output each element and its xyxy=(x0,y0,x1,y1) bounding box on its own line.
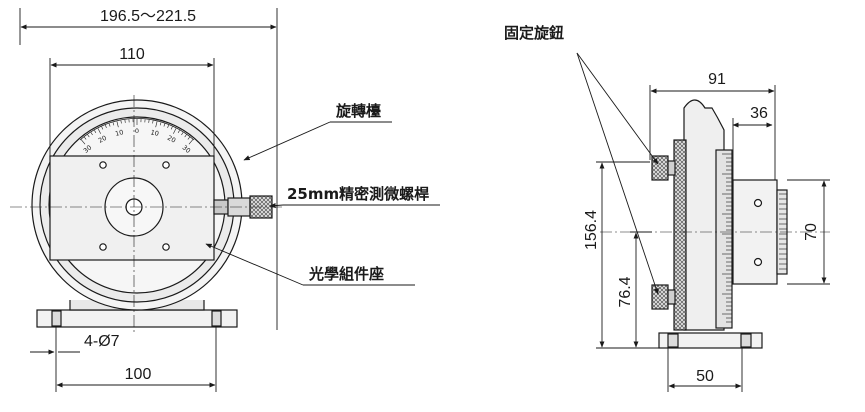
dim-overall-width: 196.5～221.5 xyxy=(100,8,196,25)
scale-tick xyxy=(116,121,119,128)
scale-tick xyxy=(159,122,162,126)
scale-tick xyxy=(184,134,187,138)
callout-lock-knob: 固定旋鈕 xyxy=(504,24,564,42)
callout-optic-mount: 光學組件座 xyxy=(308,265,384,283)
drum-ticks xyxy=(722,153,732,323)
side-callout-leaders xyxy=(576,52,659,295)
scale-tick xyxy=(155,121,158,128)
scale-label: 10 xyxy=(114,128,124,138)
scale-tick xyxy=(112,122,115,126)
scale-tick xyxy=(84,136,87,140)
scale-label: 30 xyxy=(82,143,93,154)
angle-scale-ticks xyxy=(80,119,194,145)
dim-block-height: 70 xyxy=(803,223,820,241)
scale-tick xyxy=(177,130,180,134)
mount-screw-br xyxy=(162,243,170,251)
scale-tick xyxy=(97,128,101,134)
lock-knob-upper-stem xyxy=(667,160,676,176)
front-view: 30 20 10 0 10 20 30 xyxy=(10,95,285,335)
angle-scale-arc xyxy=(79,118,195,141)
side-base-slot-left xyxy=(667,333,679,348)
mount-screw-bl xyxy=(99,243,107,251)
scale-tick xyxy=(188,139,194,145)
dim-holes: 4-Ø7 xyxy=(84,333,120,350)
scale-tick xyxy=(173,128,177,134)
scale-label: 10 xyxy=(150,128,160,138)
scale-tick xyxy=(90,132,93,136)
front-callout-leaders xyxy=(205,121,440,286)
side-view xyxy=(600,99,830,349)
dim-side-step: 36 xyxy=(750,105,768,122)
scale-tick xyxy=(105,124,107,128)
angle-scale-labels: 30 20 10 0 10 20 30 xyxy=(82,127,192,155)
scale-tick xyxy=(170,126,173,130)
dim-base-width: 100 xyxy=(125,366,152,383)
lock-knob-lower-stem xyxy=(667,289,676,305)
side-rotary-body xyxy=(683,99,725,331)
scale-tick xyxy=(167,124,169,128)
scale-label: 20 xyxy=(97,134,108,145)
scale-tick xyxy=(94,130,97,134)
scale-tick xyxy=(80,139,86,145)
scale-tick xyxy=(181,132,184,136)
scale-tick xyxy=(101,126,104,130)
scale-tick xyxy=(120,120,122,124)
side-base-slot-right xyxy=(740,333,752,348)
front-dimension-labels: 196.5～221.5 110 4-Ø7 100 xyxy=(84,8,196,383)
scale-tick xyxy=(87,134,90,138)
lock-knob-lower xyxy=(651,284,669,310)
dim-base-depth: 50 xyxy=(696,368,714,385)
dim-center-height: 156.4 xyxy=(583,210,600,250)
side-dimensions xyxy=(596,85,830,392)
side-base-plate xyxy=(658,332,763,349)
scale-tick xyxy=(152,120,154,124)
side-dimension-labels: 91 36 156.4 76.4 70 50 xyxy=(583,71,820,385)
side-block-screw-bottom xyxy=(753,257,763,267)
scale-tick xyxy=(187,136,190,140)
side-knurled-ring xyxy=(673,139,687,331)
scale-label: 20 xyxy=(166,134,177,145)
base-hole-right xyxy=(211,310,222,327)
base-hole-left xyxy=(51,310,62,327)
flange-teeth xyxy=(779,193,787,270)
front-base-plate xyxy=(36,309,238,328)
side-graduated-drum xyxy=(715,149,733,329)
scale-tick xyxy=(108,123,111,127)
scale-tick xyxy=(163,123,166,127)
dim-knob-height: 76.4 xyxy=(617,276,634,307)
mount-screw-tl xyxy=(99,161,107,169)
mount-screw-tr xyxy=(162,161,170,169)
callout-micrometer: 25mm精密測微螺桿 xyxy=(287,185,429,203)
callout-rotary-stage: 旋轉檯 xyxy=(335,102,381,120)
front-dimensions xyxy=(19,8,278,392)
front-callouts: 旋轉檯 25mm精密測微螺桿 光學組件座 xyxy=(287,102,429,283)
side-block-screw-top xyxy=(753,198,763,208)
scale-label: 30 xyxy=(181,143,192,154)
dim-side-depth: 91 xyxy=(708,71,726,88)
dim-plate-width: 110 xyxy=(119,46,145,63)
scale-label: 0 xyxy=(135,127,139,135)
